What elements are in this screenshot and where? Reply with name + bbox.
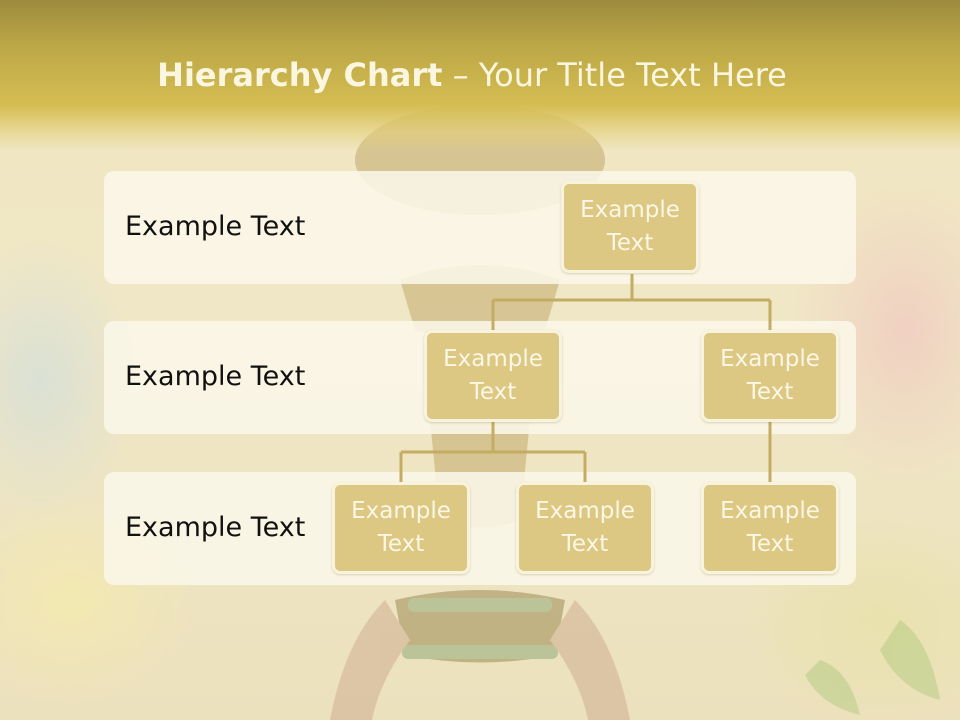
node-level2-right: Example Text: [701, 330, 839, 422]
node-level3-a-label: Example Text: [351, 498, 451, 557]
level-band-1: [104, 171, 856, 284]
node-root: Example Text: [561, 181, 699, 273]
title-bold: Hierarchy Chart: [157, 56, 443, 94]
level-label-1: Example Text: [125, 211, 306, 242]
level-label-3: Example Text: [125, 512, 306, 543]
node-level2-right-label: Example Text: [720, 346, 820, 405]
node-level3-a: Example Text: [332, 482, 470, 574]
node-level2-left-label: Example Text: [443, 346, 543, 405]
node-level2-left: Example Text: [424, 330, 562, 422]
title-rest: Your Title Text Here: [478, 56, 787, 94]
node-level3-b: Example Text: [516, 482, 654, 574]
header-band: [0, 0, 960, 150]
node-level3-c-label: Example Text: [720, 498, 820, 557]
level-label-2: Example Text: [125, 361, 306, 392]
node-root-label: Example Text: [580, 197, 680, 256]
node-level3-c: Example Text: [701, 482, 839, 574]
title-separator: –: [442, 56, 479, 94]
node-level3-b-label: Example Text: [535, 498, 635, 557]
slide-title: Hierarchy Chart – Your Title Text Here: [0, 55, 944, 95]
